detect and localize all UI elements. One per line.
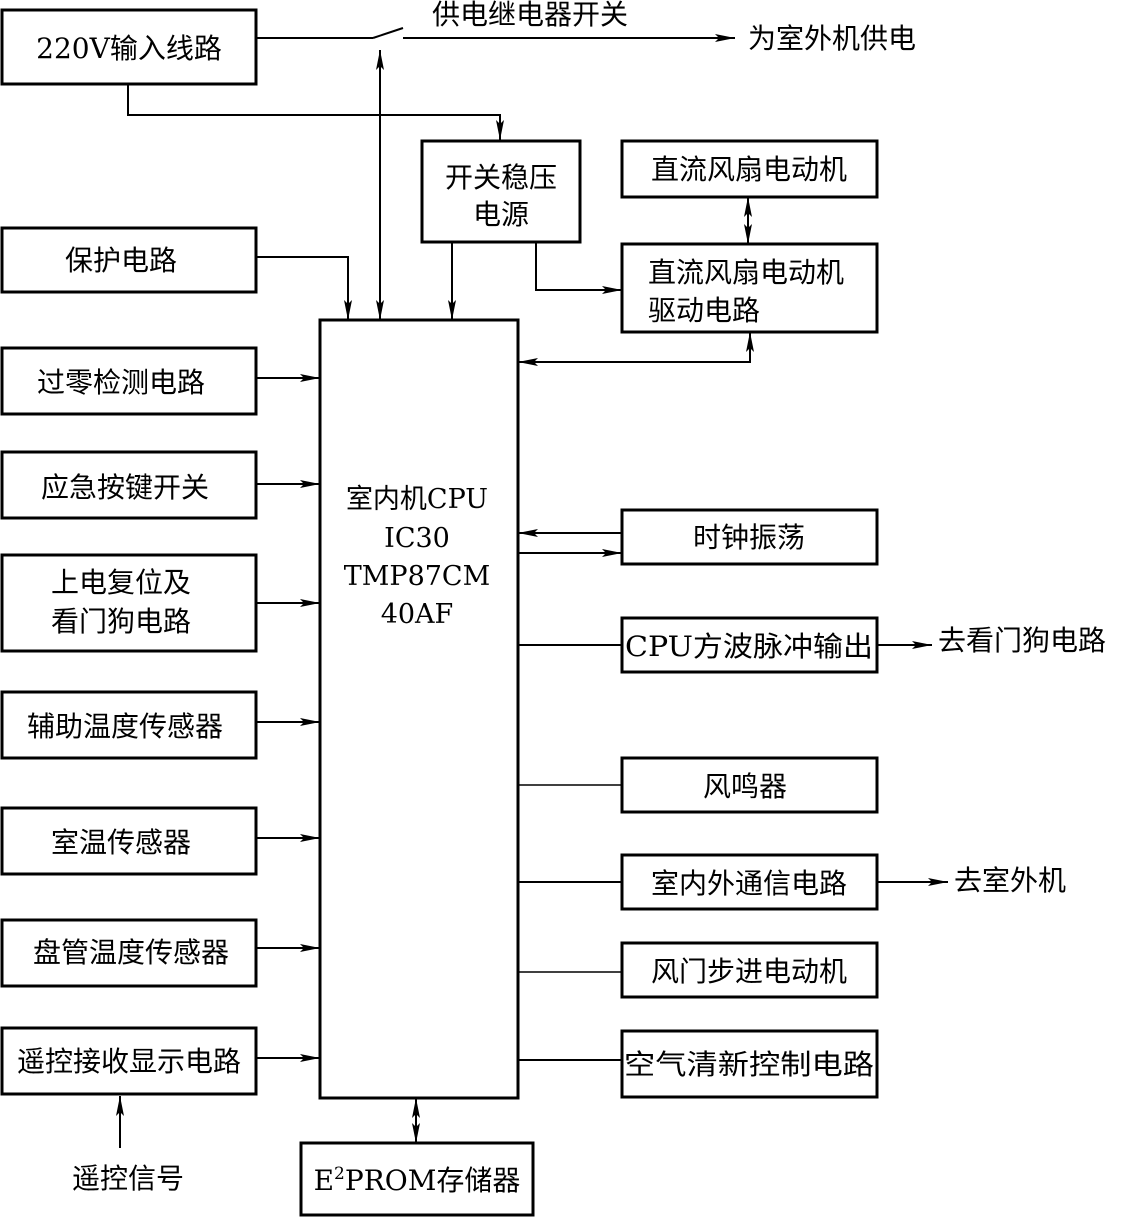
block-comm-circuit: 室内外通信电路	[620, 853, 879, 911]
block-dc-fan-motor: 直流风扇电动机	[620, 139, 879, 199]
block-buzzer: 风鸣器	[620, 756, 879, 814]
room-temp-label: 室温传感器	[51, 826, 191, 859]
block-cpu-pulse-output: CPU方波脉冲输出	[620, 616, 879, 674]
block-cpu: 室内机CPU IC30 TMP87CM 40AF	[318, 318, 520, 1100]
protection-label: 保护电路	[65, 244, 177, 277]
power-input-label: 220V输入线路	[36, 32, 222, 65]
eeprom-suffix: PROM存储器	[345, 1164, 521, 1197]
arrow-power-to-supply	[127, 85, 504, 140]
buzzer-label: 风鸣器	[703, 770, 787, 803]
relay-switch-label: 供电继电器开关	[432, 0, 628, 31]
remote-rx-label: 遥控接收显示电路	[17, 1045, 241, 1078]
block-emergency-key: 应急按键开关	[0, 450, 258, 520]
comm-label: 室内外通信电路	[651, 867, 847, 900]
to-watchdog-label: 去看门狗电路	[938, 624, 1106, 657]
eeprom-superscript: 2	[334, 1164, 345, 1184]
switching-supply-label-1: 开关稳压	[445, 161, 557, 194]
outdoor-power-label: 为室外机供电	[748, 22, 916, 55]
zero-cross-label: 过零检测电路	[37, 366, 205, 399]
block-zero-cross: 过零检测电路	[0, 346, 258, 416]
air-clean-label: 空气清新控制电路	[624, 1048, 874, 1081]
block-coil-temp-sensor: 盘管温度传感器	[0, 918, 258, 988]
cpu-label-1: 室内机CPU	[346, 484, 488, 515]
clock-label: 时钟振荡	[693, 521, 805, 554]
arrow-protection-to-cpu	[256, 256, 352, 320]
block-dc-fan-driver: 直流风扇电动机 驱动电路	[620, 242, 879, 334]
connections	[116, 27, 948, 1148]
relay-switch-contact	[372, 27, 404, 39]
to-outdoor-label: 去室外机	[954, 864, 1066, 897]
block-protection: 保护电路	[0, 226, 258, 294]
block-remote-receiver: 遥控接收显示电路	[0, 1026, 258, 1096]
cpu-label-2: IC30	[384, 523, 450, 554]
dc-fan-motor-label: 直流风扇电动机	[651, 153, 847, 186]
block-power-input: 220V输入线路	[0, 8, 258, 86]
arrow-cpu-driver	[518, 332, 754, 366]
block-clock-oscillator: 时钟振荡	[620, 508, 879, 566]
reset-label-2: 看门狗电路	[51, 605, 191, 638]
eeprom-prefix: E	[314, 1164, 334, 1197]
dc-fan-driver-label-1: 直流风扇电动机	[648, 256, 844, 289]
block-room-temp-sensor: 室温传感器	[0, 806, 258, 876]
block-air-clean: 空气清新控制电路	[620, 1029, 879, 1099]
block-reset-watchdog: 上电复位及 看门狗电路	[0, 553, 258, 653]
remote-signal-label: 遥控信号	[72, 1162, 184, 1195]
emergency-key-label: 应急按键开关	[41, 471, 209, 504]
coil-temp-label: 盘管温度传感器	[33, 936, 229, 969]
block-aux-temp-sensor: 辅助温度传感器	[0, 690, 258, 760]
arrow-supply-to-driver	[535, 242, 622, 294]
aux-temp-label: 辅助温度传感器	[27, 710, 223, 743]
cpu-label-4: 40AF	[381, 599, 454, 630]
reset-label-1: 上电复位及	[51, 566, 191, 599]
cpu-pulse-label: CPU方波脉冲输出	[625, 630, 873, 663]
stepper-label: 风门步进电动机	[651, 955, 847, 988]
switching-supply-label-2: 电源	[473, 198, 529, 231]
dc-fan-driver-label-2: 驱动电路	[648, 294, 760, 327]
block-switching-supply: 开关稳压 电源	[420, 139, 582, 244]
block-stepper-motor: 风门步进电动机	[620, 941, 879, 999]
block-eeprom: E2PROM存储器	[299, 1141, 535, 1217]
eeprom-label: E2PROM存储器	[314, 1164, 521, 1197]
cpu-label-3: TMP87CM	[344, 561, 490, 592]
